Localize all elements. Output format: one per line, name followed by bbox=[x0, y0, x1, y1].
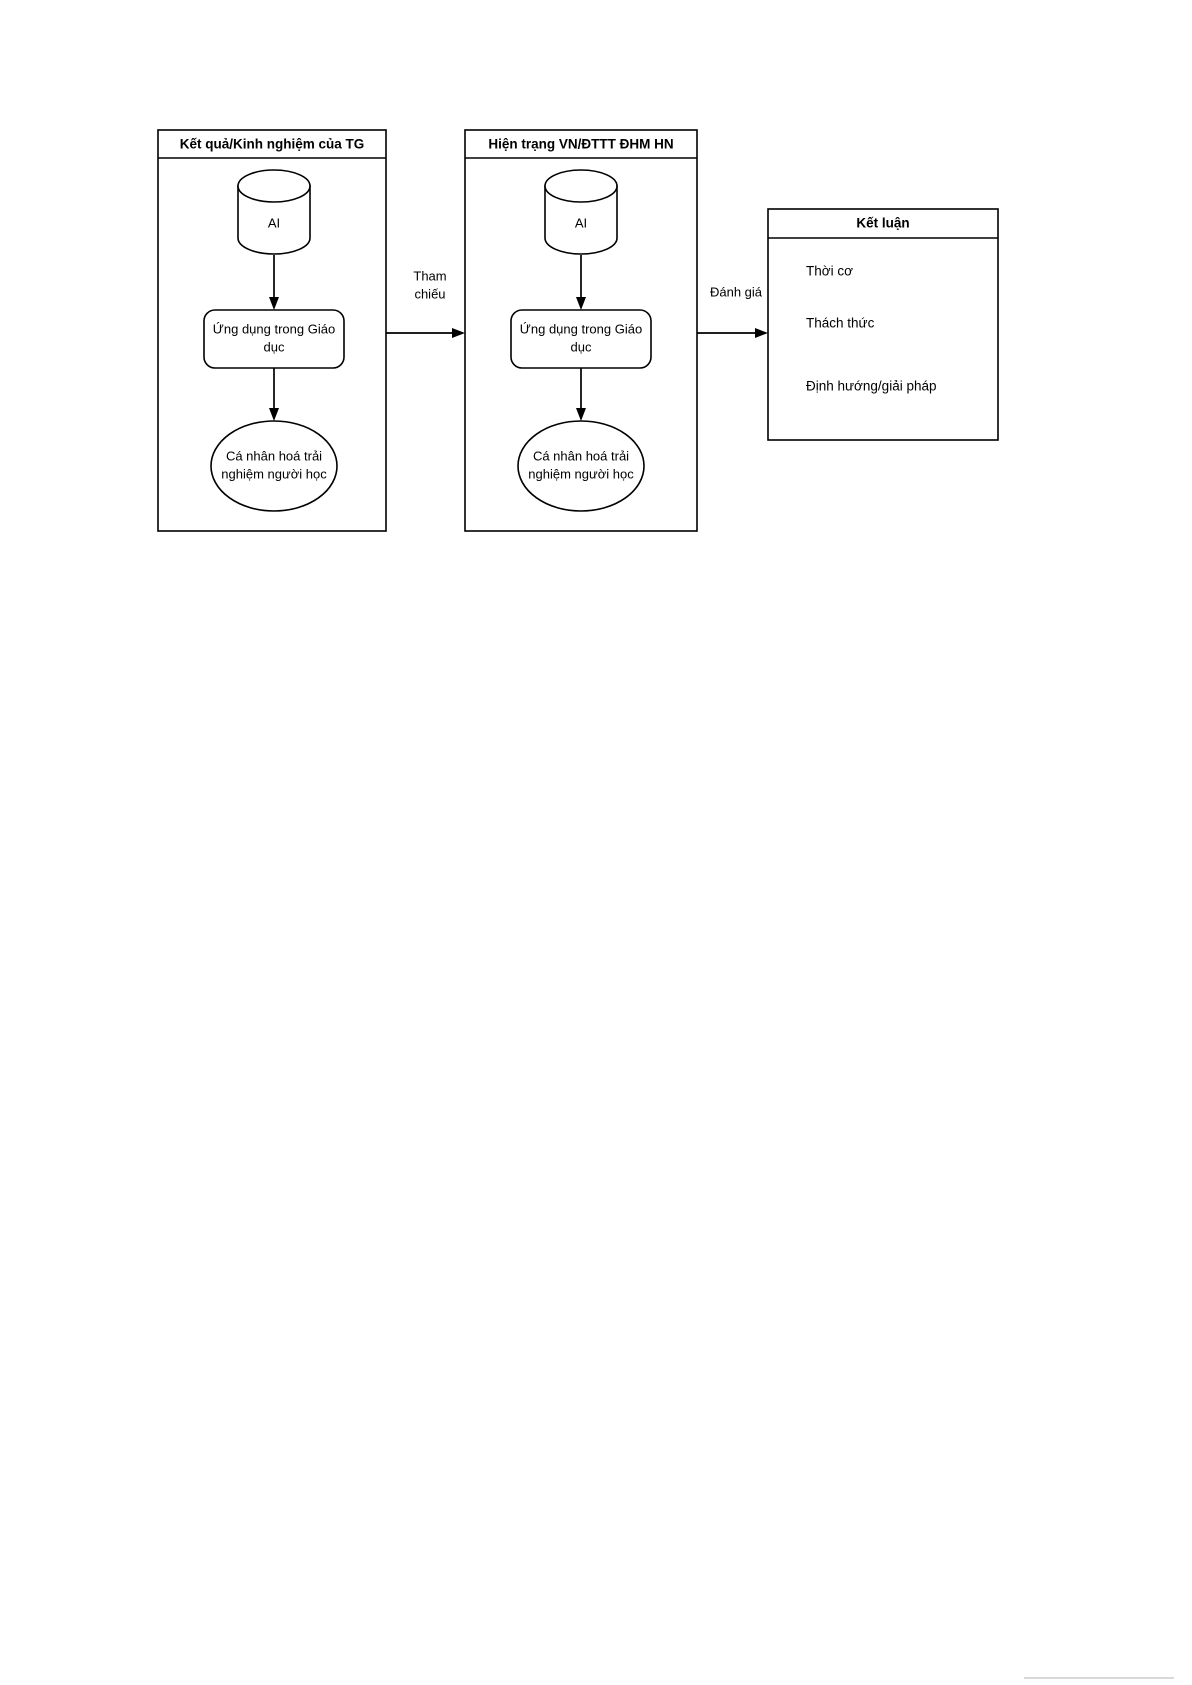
ai-db-1-top bbox=[237, 169, 311, 203]
personalize-2-shape bbox=[517, 420, 645, 512]
node-ai-db-2[interactable]: AI bbox=[544, 169, 618, 255]
ai-db-1-label: AI bbox=[268, 215, 280, 230]
personalize-1-label-line2: nghiệm người học bbox=[221, 466, 327, 481]
container-vietnam-status[interactable]: Hiện trạng VN/ĐTTT ĐHM HN AI Ứng dụng tr… bbox=[464, 129, 698, 532]
container-world-results[interactable]: Kết quả/Kinh nghiệm của TG AI Ứng dụng t… bbox=[157, 129, 387, 532]
edu-app-1-label-line2: dục bbox=[264, 339, 285, 354]
personalize-1-shape bbox=[210, 420, 338, 512]
personalize-2-label-line2: nghiệm người học bbox=[528, 466, 634, 481]
edge-evaluate-label: Đánh giá bbox=[710, 284, 763, 299]
container-conclusion[interactable]: Kết luận Thời cơ Thách thức Định hướng/g… bbox=[767, 208, 999, 441]
conclusion-item-opportunity[interactable]: Thời cơ bbox=[806, 264, 853, 279]
ai-db-2-top bbox=[544, 169, 618, 203]
container-vietnam-status-title: Hiện trạng VN/ĐTTT ĐHM HN bbox=[488, 137, 673, 152]
conclusion-frame bbox=[767, 208, 999, 441]
ai-db-1-body bbox=[237, 185, 311, 255]
edu-app-2-label-line2: dục bbox=[571, 339, 592, 354]
connector-ai-to-app-2 bbox=[576, 255, 586, 310]
connector-app-to-person-1 bbox=[269, 368, 279, 421]
conclusion-item-challenge[interactable]: Thách thức bbox=[806, 316, 875, 331]
connector-app-to-person-2 bbox=[576, 368, 586, 421]
edge-reference-arrowhead bbox=[452, 328, 465, 338]
conclusion-item-orientation[interactable]: Định hướng/giải pháp bbox=[806, 379, 936, 394]
edge-reference-label-line2: chiếu bbox=[414, 286, 445, 301]
node-edu-app-1[interactable]: Ứng dụng trong Giáo dục bbox=[203, 309, 345, 369]
node-personalize-2[interactable]: Cá nhân hoá trải nghiệm người học bbox=[517, 420, 645, 512]
container-world-results-title: Kết quả/Kinh nghiệm của TG bbox=[180, 137, 365, 152]
conclusion-title: Kết luận bbox=[856, 216, 909, 231]
edu-app-2-label-line1: Ứng dụng trong Giáo bbox=[520, 321, 642, 336]
page-bottom-rule bbox=[1024, 1677, 1174, 1679]
node-ai-db-1[interactable]: AI bbox=[237, 169, 311, 255]
edu-app-1-label-line1: Ứng dụng trong Giáo bbox=[213, 321, 335, 336]
edge-reference-label-line1: Tham bbox=[413, 268, 446, 283]
node-personalize-1[interactable]: Cá nhân hoá trải nghiệm người học bbox=[210, 420, 338, 512]
personalize-2-label-line1: Cá nhân hoá trải bbox=[533, 448, 629, 463]
edge-reference[interactable]: Tham chiếu bbox=[386, 268, 465, 338]
ai-db-2-body bbox=[544, 185, 618, 255]
personalize-1-label-line1: Cá nhân hoá trải bbox=[226, 448, 322, 463]
edge-evaluate[interactable]: Đánh giá bbox=[697, 284, 768, 338]
node-edu-app-2[interactable]: Ứng dụng trong Giáo dục bbox=[510, 309, 652, 369]
edge-evaluate-arrowhead bbox=[755, 328, 768, 338]
connector-ai-to-app-1 bbox=[269, 255, 279, 310]
ai-db-2-label: AI bbox=[575, 215, 587, 230]
